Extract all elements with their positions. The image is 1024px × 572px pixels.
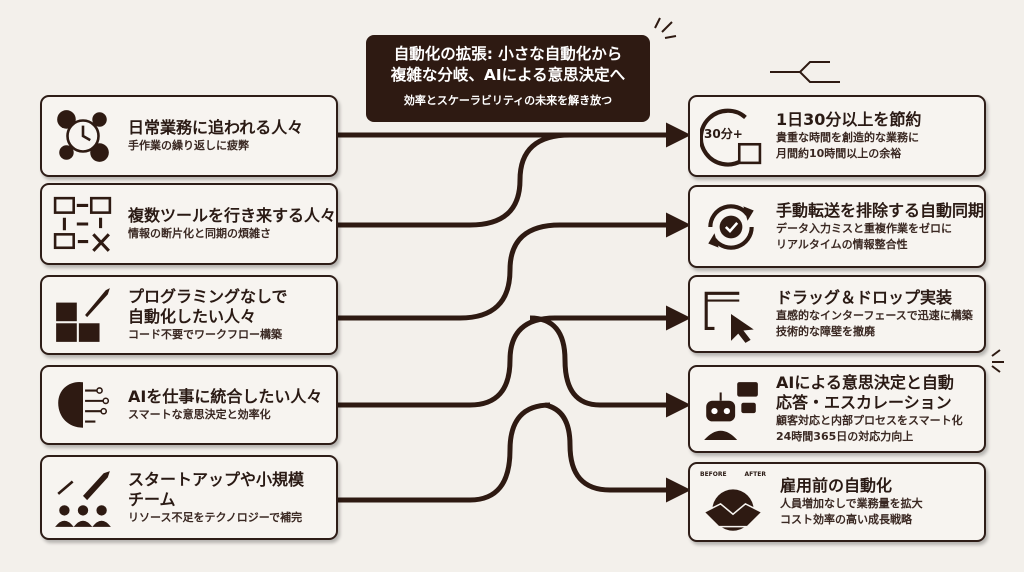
gears-clock-icon <box>57 110 109 162</box>
benefit-title: 雇用前の自動化 <box>780 476 893 495</box>
benefit-sub: データ入力ミスと重複作業をゼロに <box>776 221 952 235</box>
benefit-sub: 貴重な時間を創造的な業務に <box>776 131 919 144</box>
benefit-sub: 人員増加なしで業務量を拡大 <box>780 497 923 510</box>
persona-title: AIを仕事に統合したい人々 <box>128 387 323 406</box>
persona-card-daily-tasks: 日常業務に追われる人々手作業の繰り返しに疲弊 <box>40 95 338 177</box>
benefit-title: ドラッグ＆ドロップ実装 <box>776 288 953 307</box>
benefit-title: 1日30分以上を節約 <box>776 110 922 129</box>
benefit-sub: コスト効率の高い成長戦略 <box>780 513 912 526</box>
badge-30min: 30分+ <box>704 127 743 141</box>
benefit-card-ai-decision: AIによる意思決定と自動 応答・エスカレーション顧客対応と内部プロセスをスマート… <box>688 365 986 453</box>
sync-check-icon <box>708 203 754 250</box>
persona-sub: リソース不足をテクノロジーで補完 <box>128 510 303 524</box>
brain-circuit-icon <box>58 381 110 428</box>
persona-sub: コード不要でワークフロー構築 <box>128 328 282 341</box>
persona-card-multi-tools: 複数ツールを行き来する人々情報の断片化と同期の煩雑さ <box>40 183 338 265</box>
handshake-gear-icon: BEFORE AFTER <box>700 471 766 533</box>
after-label: AFTER <box>744 471 766 478</box>
persona-card-startup: スタートアップや小規模 チームリソース不足をテクノロジーで補完 <box>40 455 338 540</box>
robot-chat-icon <box>704 382 758 440</box>
connector-2 <box>338 132 571 228</box>
connector-3 <box>338 212 691 321</box>
persona-title: スタートアップや小規模 チーム <box>128 469 305 509</box>
benefit-title: AIによる意思決定と自動 応答・エスカレーション <box>776 373 954 412</box>
benefit-sub: リアルタイムの情報整合性 <box>776 237 908 251</box>
persona-sub: スマートな意思決定と効率化 <box>128 408 271 421</box>
persona-sub: 手作業の繰り返しに疲弊 <box>128 139 249 152</box>
persona-card-no-code: プログラミングなしで 自動化したい人々コード不要でワークフロー構築 <box>40 275 338 355</box>
drag-drop-icon <box>704 291 754 343</box>
benefit-sub: 月間約10時間以上の余裕 <box>776 147 902 160</box>
clock-calendar-icon: 30分+ <box>698 105 762 167</box>
persona-title: 複数ツールを行き来する人々 <box>128 206 337 225</box>
title-line-2: 複雑な分岐、AIによる意思決定へ <box>390 66 626 84</box>
benefit-sub: 技術的な障壁を撤廃 <box>776 325 875 338</box>
benefit-sub: 24時間365日の対応力向上 <box>776 430 914 443</box>
connector-5b <box>544 402 691 503</box>
benefit-card-time-saving: 30分+ 1日30分以上を節約貴重な時間を創造的な業務に月間約10時間以上の余裕 <box>688 95 986 177</box>
before-label: BEFORE <box>700 471 727 478</box>
benefit-card-auto-sync: 手動転送を排除する自動同期データ入力ミスと重複作業をゼロにリアルタイムの情報整合… <box>688 185 986 268</box>
persona-title: 日常業務に追われる人々 <box>128 118 304 137</box>
connector-4b <box>529 315 691 418</box>
title-banner: 自動化の拡張: 小さな自動化から 複雑な分岐、AIによる意思決定へ 効率とスケー… <box>366 35 650 122</box>
title-subtitle: 効率とスケーラビリティの未来を解き放つ <box>403 94 613 107</box>
connector-5 <box>338 402 551 503</box>
persona-sub: 情報の断片化と同期の煩雑さ <box>128 227 271 240</box>
persona-title: プログラミングなしで 自動化したい人々 <box>128 287 288 326</box>
title-line-1: 自動化の拡張: 小さな自動化から <box>393 45 623 63</box>
connector-4 <box>338 305 691 408</box>
tools-switch-icon <box>53 196 112 252</box>
benefit-card-drag-drop: ドラッグ＆ドロップ実装直感的なインターフェースで迅速に構築技術的な障壁を撤廃 <box>688 275 986 353</box>
benefit-sub: 直感的なインターフェースで迅速に構築 <box>776 309 973 322</box>
benefit-card-pre-hiring: BEFORE AFTER 雇用前の自動化人員増加なしで業務量を拡大コスト効率の高… <box>688 462 986 542</box>
persona-card-ai: AIを仕事に統合したい人々スマートな意思決定と効率化 <box>40 365 338 445</box>
puzzle-rocket-icon <box>56 288 110 342</box>
benefit-title: 手動転送を排除する自動同期 <box>776 200 985 220</box>
benefit-sub: 顧客対応と内部プロセスをスマート化 <box>776 414 963 427</box>
rocket-team-icon <box>55 470 111 527</box>
